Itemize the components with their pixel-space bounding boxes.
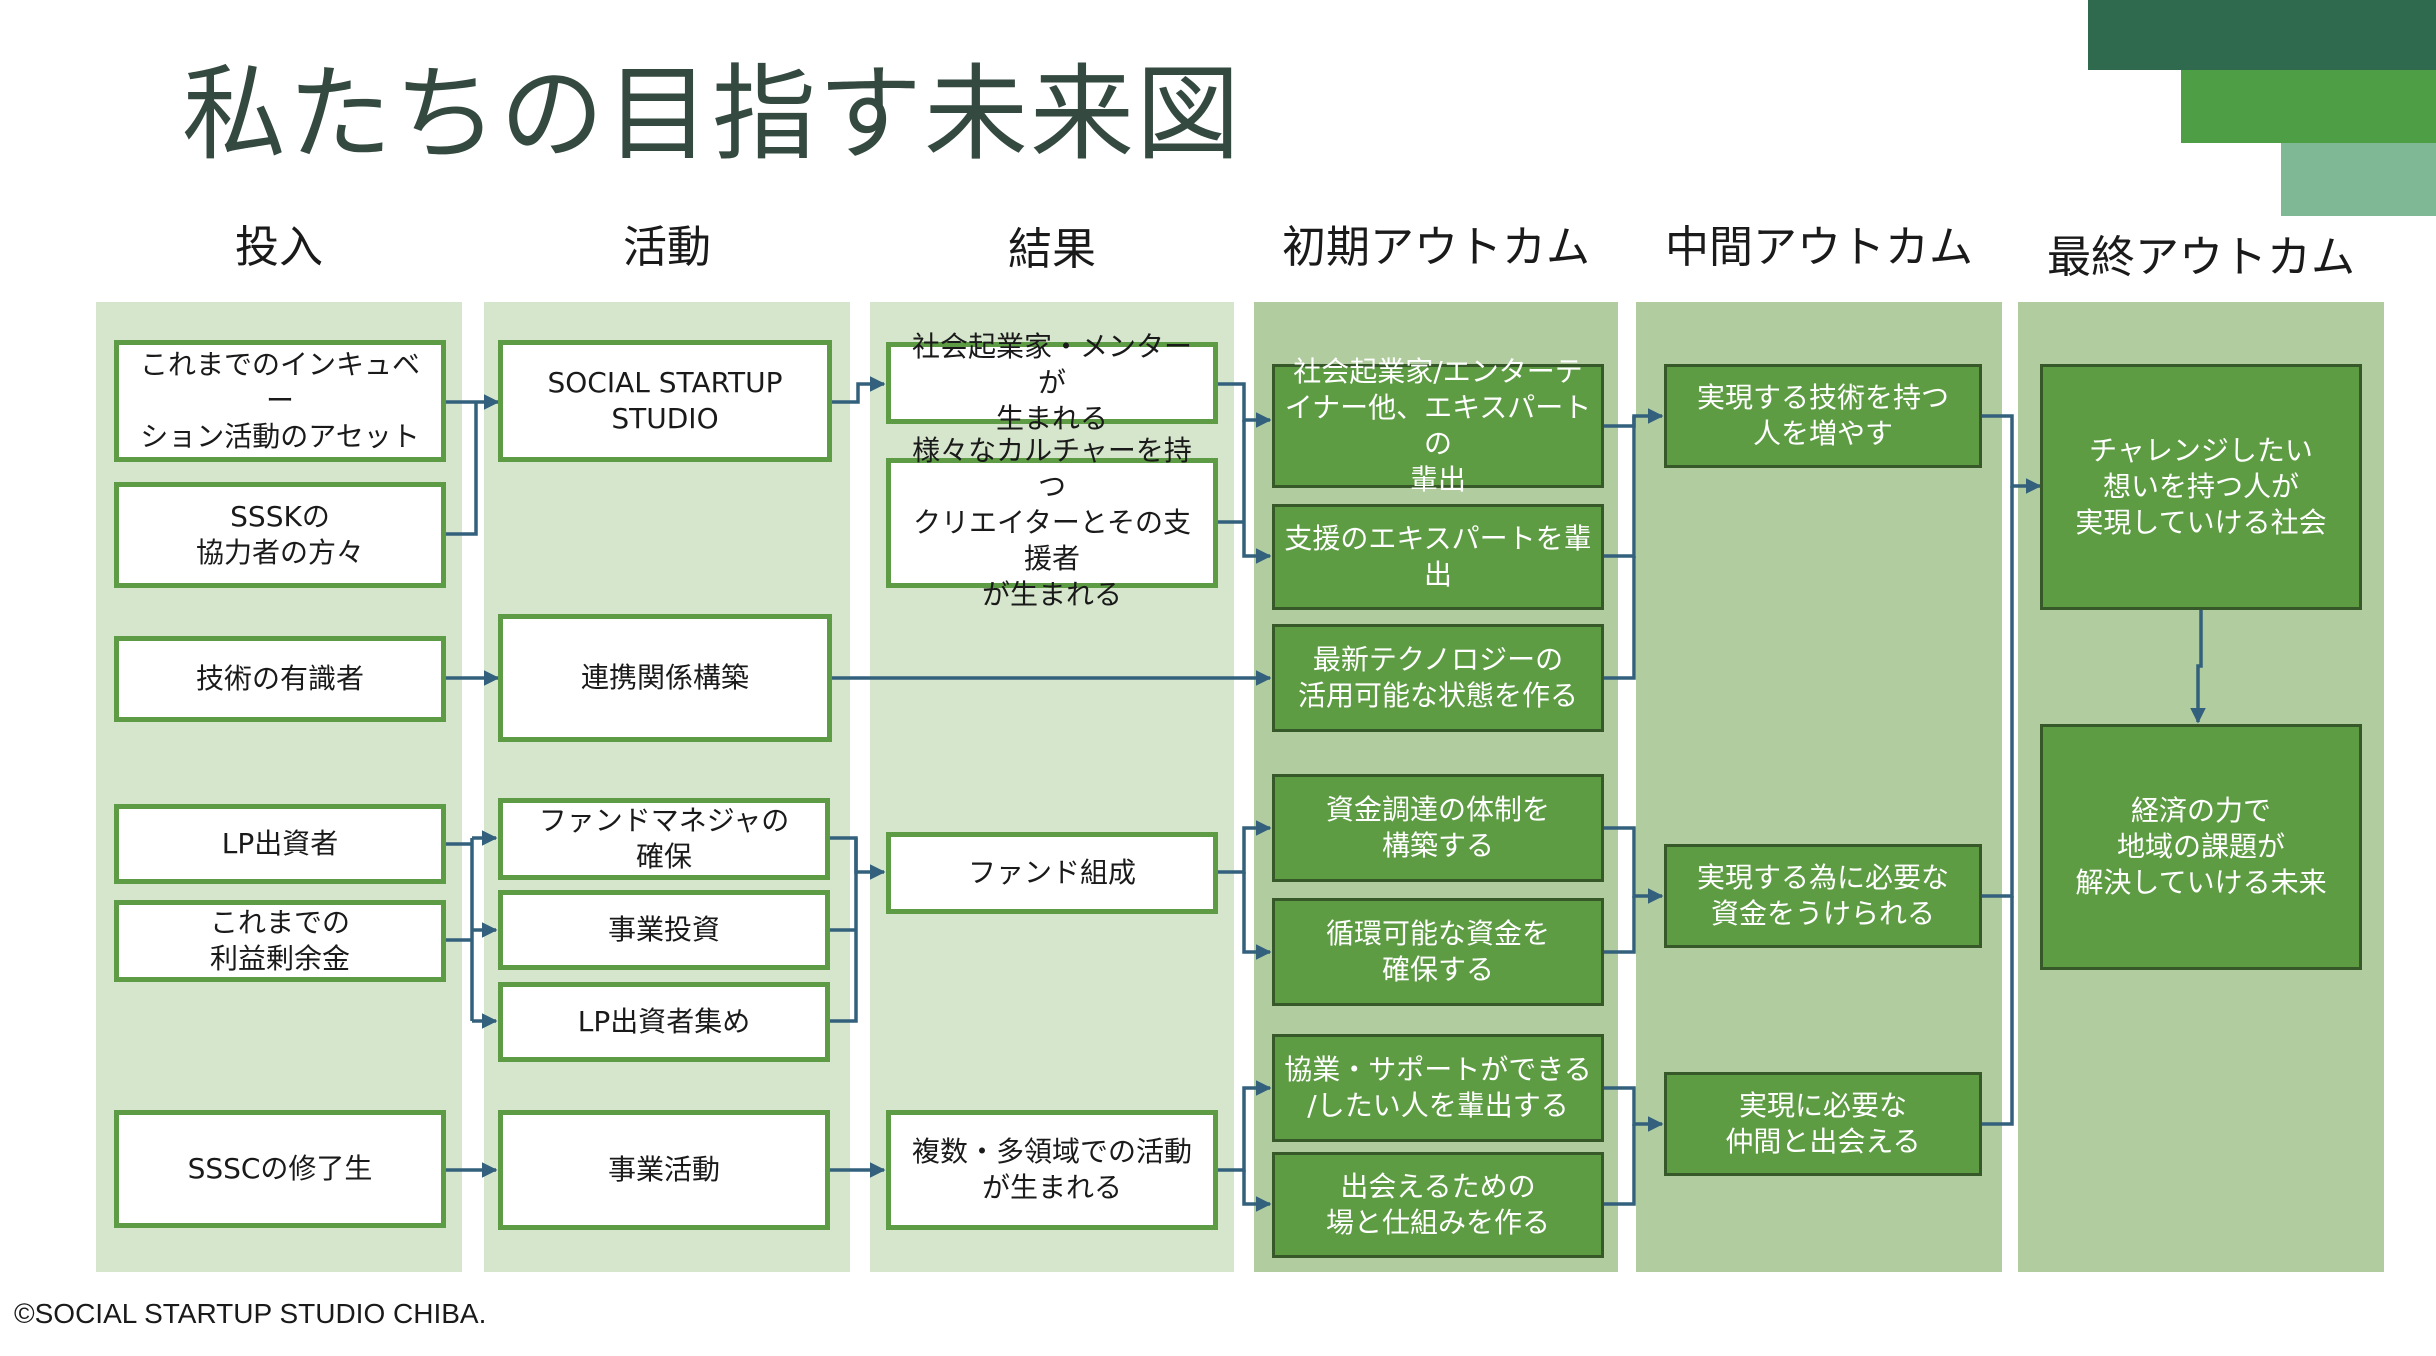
input-sssc-graduates: SSSCの修了生 (114, 1110, 446, 1228)
activity-fund-manager: ファンドマネジャの 確保 (498, 798, 830, 880)
intermediate-more-people: 実現する技術を持つ 人を増やす (1664, 364, 1982, 468)
initial-funding-system: 資金調達の体制を 構築する (1272, 774, 1604, 882)
input-assets: これまでのインキュベー ション活動のアセット (114, 340, 446, 462)
connector-split-support (1242, 420, 1272, 564)
connector-meeting-peers (1604, 1124, 1636, 1206)
connector-fund-funding (1218, 820, 1272, 874)
final-future: 経済の力で 地域の課題が 解決していける未来 (2040, 724, 2362, 970)
connector-studio-entrepreneurs (832, 376, 886, 404)
connector-funds-society (1982, 486, 2014, 898)
corner-decoration-dark (2088, 0, 2436, 70)
output-entrepreneurs: 社会起業家・メンターが 生まれる (886, 330, 1218, 435)
column-header-final-outcomes: 最終アウトカム (2047, 232, 2355, 283)
activity-business-investment: 事業投資 (498, 890, 830, 970)
connector-support-people (1604, 416, 1636, 558)
intermediate-meet-peers: 実現に必要な 仲間と出会える (1664, 1072, 1982, 1176)
connector-funding-funds (1604, 826, 1664, 904)
output-multi-domain-activity: 複数・多領域での活動 が生まれる (886, 1110, 1218, 1230)
column-header-inputs: 投入 (235, 222, 323, 273)
connector-society-future (2190, 610, 2206, 724)
initial-meeting-places: 出会えるための 場と仕組みを作る (1272, 1152, 1604, 1258)
activity-lp-gathering: LP出資者集め (498, 982, 830, 1062)
connector-fund-circular (1242, 872, 1272, 960)
output-creators: 様々なカルチャーを持つ クリエイターとその支援者 が生まれる (886, 434, 1218, 611)
activity-partnership: 連携関係構築 (498, 614, 832, 742)
connector-multi-collab (1218, 1080, 1272, 1172)
corner-decoration-light (2281, 143, 2436, 216)
initial-collaborators: 協業・サポートができる /したい人を輩出する (1272, 1034, 1604, 1142)
initial-expert-entertainers: 社会起業家/エンターテ イナー他、エキスパートの 輩出 (1272, 355, 1604, 496)
intermediate-receive-funds: 実現する為に必要な 資金をうけられる (1664, 844, 1982, 948)
activity-social-startup-studio: SOCIAL STARTUP STUDIO (498, 340, 832, 462)
final-society: チャレンジしたい 想いを持つ人が 実現していける社会 (2040, 364, 2362, 610)
connector-peers-society (1982, 896, 2014, 1126)
connector-entrepreneurs-split (1218, 382, 1272, 428)
output-fund-formation: ファンド組成 (886, 832, 1218, 914)
activity-business-operations: 事業活動 (498, 1110, 830, 1230)
column-header-activities: 活動 (623, 222, 711, 273)
column-header-intermediate-outcomes: 中間アウトカム (1665, 222, 1973, 273)
initial-technology-ready: 最新テクノロジーの 活用可能な状態を作る (1272, 624, 1604, 732)
copyright-footer: ©SOCIAL STARTUP STUDIO CHIBA. (14, 1298, 487, 1329)
connector-sssk-studio (446, 402, 478, 536)
input-retained-earnings: これまでの 利益剰余金 (114, 900, 446, 982)
connector-circular-funds (1604, 896, 1636, 954)
input-sssk-partners: SSSKの 協力者の方々 (114, 482, 446, 588)
column-header-outputs: 結果 (1008, 224, 1096, 275)
connector-techstate-people (1604, 556, 1636, 680)
initial-circular-funds: 循環可能な資金を 確保する (1272, 898, 1604, 1006)
column-header-initial-outcomes: 初期アウトカム (1282, 222, 1590, 273)
connector-lpgather-fund (830, 838, 858, 1023)
connector-collab-peers (1604, 1086, 1664, 1132)
corner-decoration-mid (2181, 70, 2436, 143)
initial-support-experts: 支援のエキスパートを輩出 (1272, 504, 1604, 610)
page-title: 私たちの目指す未来図 (182, 53, 1243, 175)
input-lp-investors: LP出資者 (114, 804, 446, 884)
connector-people-society (1982, 414, 2042, 494)
connector-multi-meeting (1242, 1170, 1272, 1212)
input-tech-experts: 技術の有識者 (114, 636, 446, 722)
